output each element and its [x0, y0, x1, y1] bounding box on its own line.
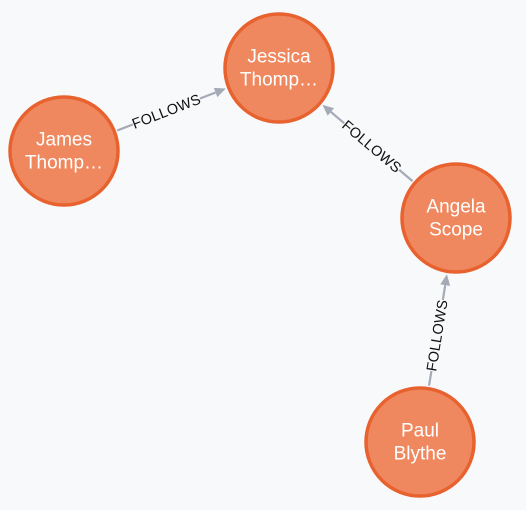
edge-label-background — [129, 89, 204, 134]
node-circle[interactable] — [364, 386, 476, 498]
arrow-head-icon — [213, 87, 226, 98]
node-circle[interactable] — [8, 95, 120, 207]
edge-label-background — [421, 298, 453, 373]
edges-layer: FOLLOWS FOLLOWS FOLLOWS — [116, 87, 453, 386]
edge-angela-jessica[interactable]: FOLLOWS — [322, 104, 414, 182]
arrow-head-icon — [440, 274, 451, 286]
edge-label-background — [337, 115, 406, 178]
edge-james-jessica[interactable]: FOLLOWS — [116, 87, 226, 134]
node-circle[interactable] — [223, 12, 335, 124]
edge-label: FOLLOWS — [338, 118, 404, 177]
node-jessica[interactable]: JessicaThomp… — [223, 12, 335, 124]
node-james[interactable]: JamesThomp… — [8, 95, 120, 207]
arrow-head-icon — [322, 104, 335, 116]
node-circle[interactable] — [400, 162, 512, 274]
edge-paul-angela[interactable]: FOLLOWS — [421, 274, 453, 386]
